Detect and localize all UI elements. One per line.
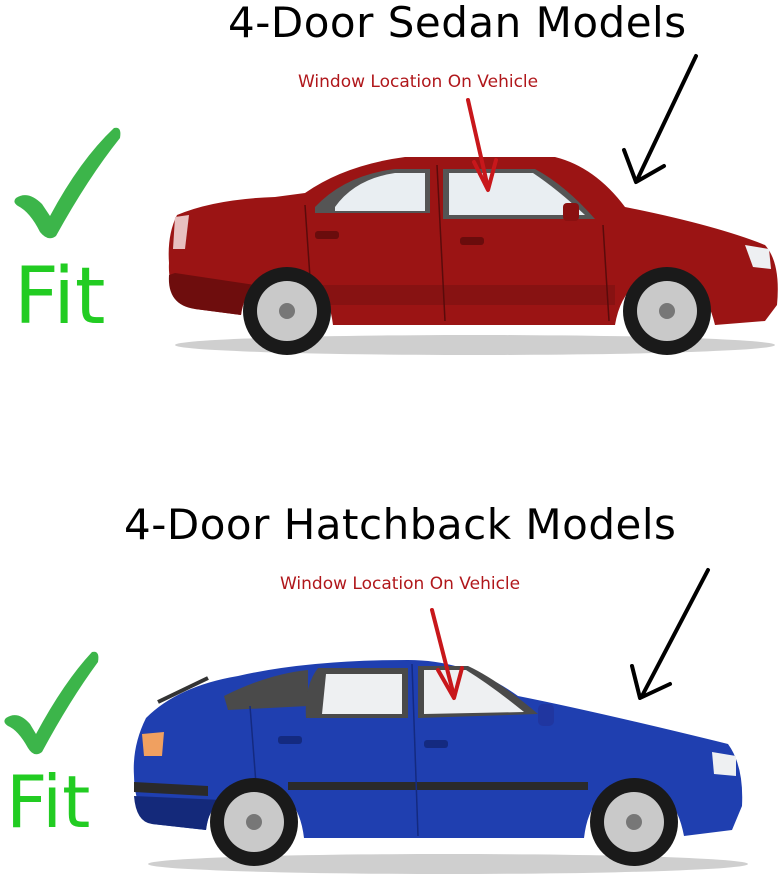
checkmark-icon: [14, 127, 121, 239]
hatchback-car-image: [133, 660, 748, 874]
fit-badge: Fit: [14, 252, 106, 342]
sedan-car-image: [168, 157, 778, 355]
checkmark-icon: [4, 651, 99, 755]
red-window-arrow-icon: [430, 608, 464, 700]
hatchback-window-callout: Window Location On Vehicle: [280, 574, 521, 594]
red-window-arrow-icon: [466, 98, 498, 192]
sedan-title: 4-Door Sedan Models: [228, 0, 687, 47]
black-arrow-icon: [622, 54, 698, 184]
sedan-window-callout: Window Location On Vehicle: [298, 72, 539, 92]
hatchback-title: 4-Door Hatchback Models: [124, 500, 677, 549]
fit-badge: Fit: [6, 760, 91, 844]
black-arrow-icon: [630, 568, 710, 700]
